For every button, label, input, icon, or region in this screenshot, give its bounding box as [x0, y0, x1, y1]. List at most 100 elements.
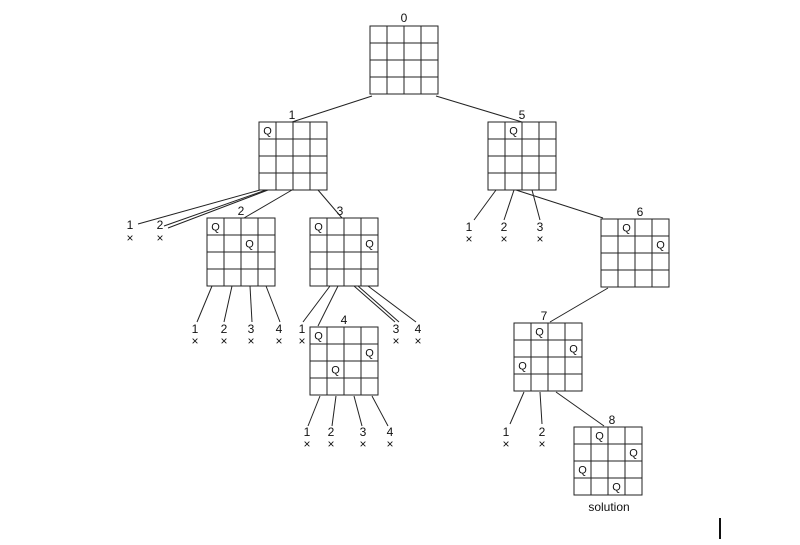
board-cell: [634, 218, 653, 237]
board-cell: [600, 269, 619, 288]
board-cell: [530, 356, 549, 375]
board-cell: [258, 155, 277, 174]
fail-cross: ×: [538, 437, 545, 451]
edge-1-2: [243, 189, 293, 219]
board-cell: [487, 172, 506, 191]
board-cell: [420, 25, 439, 44]
board-cell: [624, 460, 643, 479]
board-cell: [547, 373, 566, 392]
fail-label: 2: [157, 218, 164, 232]
fail-cross: ×: [126, 231, 133, 245]
edge-6-7: [549, 287, 609, 323]
board-cell: [538, 172, 557, 191]
board-cell: [547, 339, 566, 358]
board-cell: [487, 138, 506, 157]
board-cell: [420, 76, 439, 95]
board-label: 4: [341, 313, 348, 327]
fail-label: 2: [539, 425, 546, 439]
edge-7-8: [555, 391, 605, 427]
edge-5-fail-1: [473, 189, 497, 221]
board-cell: [240, 268, 259, 287]
edge-5-fail-3: [531, 189, 541, 221]
board-cell: [206, 234, 225, 253]
board-cell: [343, 377, 362, 396]
board-node-2: 2QQ: [206, 204, 276, 287]
fail-cross: ×: [465, 232, 472, 246]
fail-cross: ×: [303, 437, 310, 451]
edge-4-fail-2: [331, 395, 337, 427]
board-cell: [309, 251, 328, 270]
edge-4-fail-4: [371, 395, 389, 427]
edge-0-5: [435, 95, 523, 123]
queen-marker: Q: [365, 348, 374, 360]
board-cell: [326, 377, 345, 396]
board-cell: [617, 252, 636, 271]
edge-1-fail-2b: [167, 189, 269, 229]
board-cell: [275, 138, 294, 157]
board-cell: [538, 138, 557, 157]
board-cell: [240, 251, 259, 270]
board-cell: [530, 373, 549, 392]
board-cell: [309, 155, 328, 174]
board-cell: [590, 460, 609, 479]
queen-marker: Q: [509, 126, 518, 138]
board-cell: [403, 59, 422, 78]
edge-3-fail-3: [353, 285, 396, 323]
fail-cross: ×: [247, 334, 254, 348]
fail-label: 3: [248, 322, 255, 336]
edge-2-fail-2: [223, 285, 233, 323]
edge-2-fail-1: [196, 285, 213, 323]
board-cell: [651, 269, 670, 288]
fail-cross: ×: [156, 231, 163, 245]
board-cell: [326, 268, 345, 287]
board-cell: [369, 76, 388, 95]
edge-3-fail-3b: [357, 285, 400, 323]
board-cell: [521, 121, 540, 140]
board-cell: [547, 356, 566, 375]
fail-label: 3: [360, 425, 367, 439]
board-cell: [504, 172, 523, 191]
fail-label: 1: [503, 425, 510, 439]
fail-label: 4: [415, 322, 422, 336]
board-cell: [573, 426, 592, 445]
tree-edges: [137, 95, 609, 427]
board-cell: [343, 251, 362, 270]
fail-label: 1: [466, 220, 473, 234]
fail-cross: ×: [386, 437, 393, 451]
board-label: 5: [519, 108, 526, 122]
edge-7-fail-1: [509, 391, 525, 425]
board-node-1: 1Q: [258, 108, 328, 191]
edge-7-fail-2: [539, 391, 543, 425]
board-cell: [634, 269, 653, 288]
board-cell: [275, 121, 294, 140]
board-label: 6: [637, 205, 644, 219]
board-cell: [564, 373, 583, 392]
edge-3-fail-4: [367, 285, 417, 323]
fail-label: 1: [299, 322, 306, 336]
board-cell: [617, 235, 636, 254]
board-node-0: 0: [369, 11, 439, 95]
board-label: 3: [337, 204, 344, 218]
board-cell: [487, 121, 506, 140]
board-cell: [257, 234, 276, 253]
board-cell: [258, 138, 277, 157]
fail-cross: ×: [220, 334, 227, 348]
board-cell: [369, 25, 388, 44]
board-cell: [309, 234, 328, 253]
board-cell: [292, 138, 311, 157]
board-cell: [326, 343, 345, 362]
board-cell: [513, 322, 532, 341]
board-cell: [420, 42, 439, 61]
board-cell: [309, 268, 328, 287]
text-cursor: [719, 518, 721, 539]
board-cell: [309, 377, 328, 396]
board-cell: [360, 377, 379, 396]
queen-marker: Q: [569, 344, 578, 356]
board-cell: [607, 426, 626, 445]
board-cell: [600, 235, 619, 254]
queen-marker: Q: [629, 448, 638, 460]
fail-cross: ×: [359, 437, 366, 451]
board-cell: [538, 121, 557, 140]
board-cell: [386, 59, 405, 78]
